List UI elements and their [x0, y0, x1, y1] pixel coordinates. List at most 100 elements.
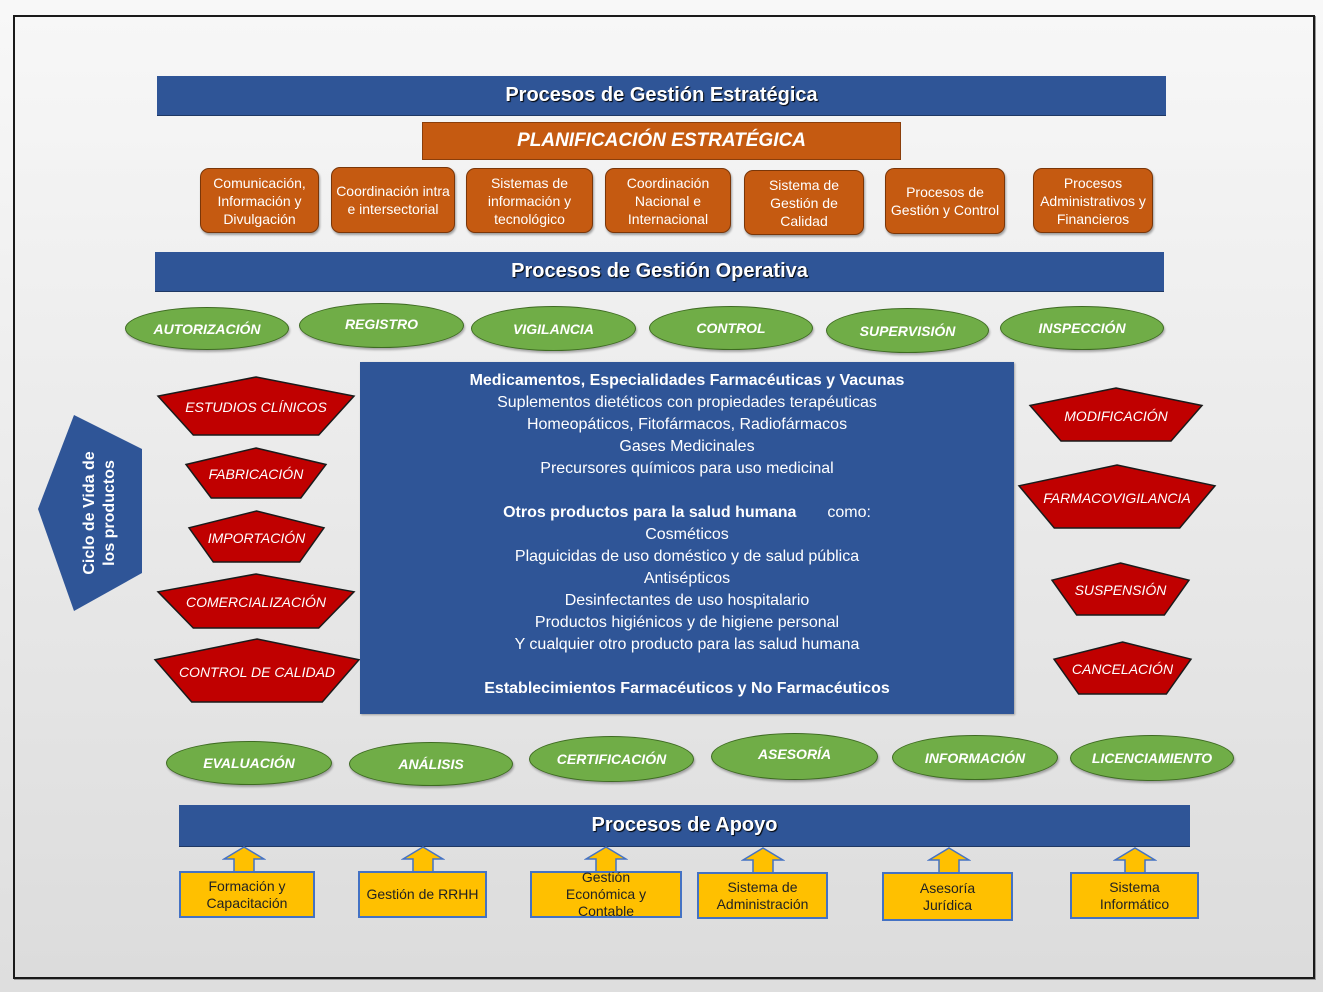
product-item: Productos higiénicos y de higiene person…	[534, 614, 840, 631]
service-oval: INFORMACIÓN	[892, 735, 1058, 780]
left-pointing-pentagon-icon	[38, 415, 142, 611]
service-oval-label: ASESORÍA	[757, 745, 832, 762]
product-item: Precursores químicos para uso medicinal	[540, 460, 834, 477]
support-box: Gestión Económica y Contable	[530, 869, 682, 919]
pentagon-shape-icon	[1052, 563, 1189, 615]
operative-processes-header: Procesos de Gestión Operativa	[155, 252, 1164, 292]
up-arrow-icon	[584, 846, 628, 872]
products-heading-establishments: Establecimientos Farmacéuticos y No Farm…	[484, 680, 890, 697]
support-box: Gestión de RRHH	[358, 871, 487, 918]
lifecycle-stage: SUSPENSIÓN	[1052, 563, 1189, 615]
lifecycle-stage-label: CONTROL DE CALIDAD	[178, 663, 336, 680]
product-item: Gases Medicinales	[619, 438, 755, 455]
service-oval: EVALUACIÓN	[166, 741, 332, 785]
service-oval: LICENCIAMIENTO	[1070, 735, 1234, 781]
operative-oval-label: AUTORIZACIÓN	[153, 320, 261, 337]
up-arrow-icon	[401, 846, 445, 872]
product-item: Antisépticos	[643, 570, 731, 587]
service-oval-label: INFORMACIÓN	[924, 749, 1026, 766]
support-box-label: Gestión Económica y Contable	[565, 869, 647, 919]
lifecycle-stage-label: COMERCIALIZACIÓN	[185, 594, 326, 610]
strategic-box-label: Coordinación intra e intersectorial	[336, 183, 450, 217]
product-item: Homeopáticos, Fitofármacos, Radiofármaco…	[526, 416, 848, 433]
support-processes-header: Procesos de Apoyo	[179, 805, 1190, 847]
strategic-box-label: Procesos de Gestión y Control	[890, 184, 1000, 218]
products-box: Medicamentos, Especialidades Farmacéutic…	[360, 362, 1014, 714]
strategic-box-label: Sistemas de información y tecnológico	[487, 174, 572, 227]
lifecycle-stage-label: SUSPENSIÓN	[1074, 582, 1167, 598]
product-item: Desinfectantes de uso hospitalario	[564, 592, 810, 609]
support-box-label: Formación y Capacitación	[206, 877, 288, 911]
operative-processes-title: Procesos de Gestión Operativa	[511, 260, 808, 282]
lifecycle-label-line2: los productos	[100, 460, 118, 566]
up-arrow-icon	[927, 847, 971, 873]
lifecycle-stage: CONTROL DE CALIDAD	[155, 639, 359, 702]
lifecycle-arrow: Ciclo de Vida de los productos	[38, 415, 142, 611]
support-box: Asesoría Jurídica	[882, 872, 1013, 921]
operative-oval: SUPERVISIÓN	[826, 308, 989, 353]
strategic-processes-header: Procesos de Gestión Estratégica	[157, 76, 1166, 116]
strategic-processes-title: Procesos de Gestión Estratégica	[505, 84, 818, 106]
operative-oval-label: INSPECCIÓN	[1038, 320, 1126, 336]
strategic-box: Coordinación intra e intersectorial	[331, 167, 455, 233]
up-arrow-icon	[741, 847, 785, 873]
lifecycle-stage: COMERCIALIZACIÓN	[158, 574, 354, 628]
strategic-box: Sistema de Gestión de Calidad	[744, 170, 864, 235]
product-item: Y cualquier otro producto para las salud…	[514, 636, 860, 653]
product-item: Plaguicidas de uso doméstico y de salud …	[514, 548, 860, 565]
lifecycle-stage: ESTUDIOS CLÍNICOS	[158, 377, 354, 435]
support-box: Sistema de Administración	[697, 872, 828, 919]
service-oval: ASESORÍA	[711, 733, 878, 780]
strategic-planning-label: PLANIFICACIÓN ESTRATÉGICA	[517, 130, 806, 151]
up-arrow-icon	[1113, 847, 1157, 873]
product-item: Cosméticos	[645, 526, 729, 543]
strategic-box: Procesos de Gestión y Control	[885, 168, 1005, 234]
lifecycle-stage-label: CANCELACIÓN	[1071, 661, 1174, 677]
product-item: Suplementos dietéticos con propiedades t…	[497, 394, 877, 411]
operative-oval: CONTROL	[649, 306, 813, 350]
support-processes-title: Procesos de Apoyo	[591, 814, 778, 836]
lifecycle-stage: IMPORTACIÓN	[189, 511, 324, 562]
lifecycle-stage-label: FABRICACIÓN	[208, 466, 304, 482]
strategic-planning-box: PLANIFICACIÓN ESTRATÉGICA	[422, 122, 901, 160]
support-box-label: Asesoría Jurídica	[919, 879, 976, 913]
operative-oval-label: REGISTRO	[344, 315, 419, 332]
lifecycle-stage: FABRICACIÓN	[186, 448, 326, 498]
lifecycle-stage-label: IMPORTACIÓN	[207, 529, 306, 546]
operative-oval-label: CONTROL	[696, 320, 766, 336]
service-oval: ANÁLISIS	[349, 742, 513, 786]
service-oval-label: ANÁLISIS	[398, 756, 464, 772]
service-oval-label: EVALUACIÓN	[203, 755, 295, 771]
lifecycle-stage-label: MODIFICACIÓN	[1064, 407, 1168, 424]
pentagon-shape-icon	[1054, 642, 1191, 694]
strategic-box-label: Comunicación, Información y Divulgación	[213, 174, 306, 227]
service-oval-label: CERTIFICACIÓN	[556, 751, 667, 767]
pentagon-shape-icon	[186, 448, 326, 498]
operative-oval-label: VIGILANCIA	[513, 320, 594, 337]
lifecycle-label-line1: Ciclo de Vida de	[80, 451, 98, 575]
lifecycle-stage: CANCELACIÓN	[1054, 642, 1191, 694]
lifecycle-stage-label: ESTUDIOS CLÍNICOS	[185, 399, 327, 415]
strategic-box: Comunicación, Información y Divulgación	[200, 168, 319, 233]
support-box: Formación y Capacitación	[179, 871, 315, 918]
operative-oval-label: SUPERVISIÓN	[859, 322, 956, 339]
products-heading-other-label: Otros productos para la salud humana	[503, 504, 797, 521]
support-box-label: Sistema de Administración	[716, 878, 809, 912]
support-box: Sistema Informático	[1070, 872, 1199, 919]
strategic-box-label: Coordinación Nacional e Internacional	[626, 174, 710, 227]
strategic-box: Coordinación Nacional e Internacional	[605, 168, 731, 233]
pentagon-shape-icon	[158, 377, 354, 435]
products-heading-other: Otros productos para la salud humana com…	[360, 502, 1014, 524]
strategic-box: Procesos Administrativos y Financieros	[1033, 168, 1153, 233]
up-arrow-icon	[222, 846, 266, 872]
pentagon-shape-icon	[189, 511, 324, 562]
pentagon-shape-icon	[155, 639, 359, 702]
strategic-box-label: Sistema de Gestión de Calidad	[768, 176, 840, 229]
pentagon-shape-icon	[1019, 465, 1215, 528]
support-box-label: Sistema Informático	[1099, 878, 1170, 912]
lifecycle-stage: FARMACOVIGILANCIA	[1019, 465, 1215, 528]
pentagon-shape-icon	[158, 574, 354, 628]
operative-oval: REGISTRO	[299, 303, 464, 348]
pentagon-shape-icon	[1030, 388, 1202, 441]
service-oval-label: LICENCIAMIENTO	[1091, 750, 1213, 766]
